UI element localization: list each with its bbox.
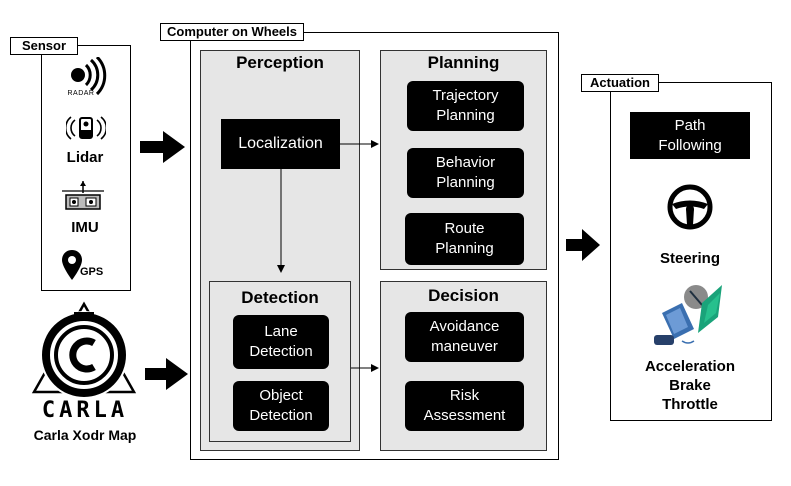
pedals-icon [652,283,728,349]
object-detection-block: Object Detection [233,381,329,431]
radar-icon: RADAR [66,57,112,101]
localization-block: Localization [221,119,340,169]
actuation-tag: Actuation [581,74,659,92]
imu-icon [60,181,106,213]
imu-label: IMU [71,219,99,236]
behavior-planning-block: Behavior Planning [407,148,524,198]
map-to-computer-arrow [145,358,188,390]
steering-label: Steering [659,250,720,267]
gps-label: GPS [80,266,104,278]
trajectory-planning-block: Trajectory Planning [407,81,524,131]
carla-caption: Carla Xodr Map [33,427,137,443]
risk-assessment-block: Risk Assessment [405,381,524,431]
detection-title: Detection [241,288,319,307]
carla-wordmark: CARLA [41,398,129,423]
avoidance-maneuver-block: Avoidance maneuver [405,312,524,362]
gps-icon [62,250,82,280]
carla-logo-icon [28,300,140,400]
radar-label: RADAR [67,90,95,97]
pedals-label: Acceleration Brake Throttle [644,358,736,413]
lidar-label: Lidar [66,149,104,166]
steering-wheel-icon [666,183,714,231]
computer-to-actuation-arrow [566,229,600,261]
computer-tag: Computer on Wheels [160,23,305,41]
lidar-icon [66,114,106,144]
decision-title: Decision [428,286,499,305]
route-planning-block: Route Planning [405,213,524,265]
planning-title: Planning [427,53,500,72]
path-following-block: Path Following [630,112,750,159]
sensor-frame [41,45,131,291]
sensor-to-computer-arrow [140,131,185,163]
sensor-tag: Sensor [10,37,78,55]
perception-title: Perception [236,53,324,72]
lane-detection-block: Lane Detection [233,315,329,369]
